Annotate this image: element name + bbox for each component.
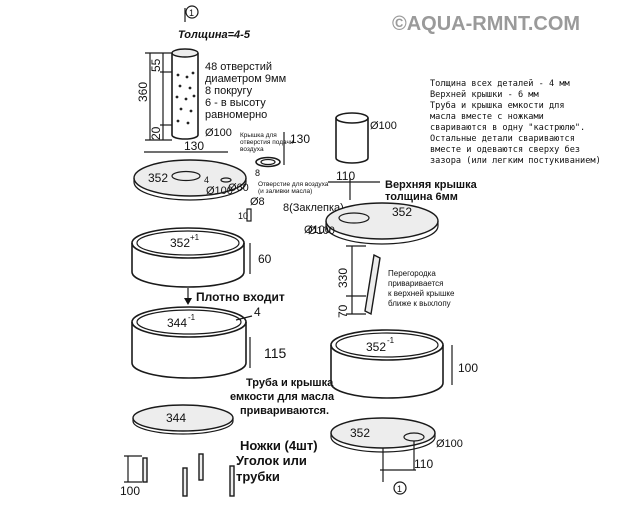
lid-hole-dia: Ø100: [206, 185, 233, 197]
pipe-top-gap: 55: [149, 58, 163, 72]
holes-line-4: 6 - в высоту: [205, 97, 266, 109]
holes-line-5: равномерно: [205, 109, 267, 121]
note-line-7: вместе и одеваются сверху без: [430, 144, 580, 155]
ring-height: 60: [258, 252, 272, 266]
weld-line-1: Труба и крышка: [246, 377, 334, 389]
partition-bottom: 70: [336, 304, 350, 318]
cup-wall: 4: [254, 305, 261, 319]
ring-diameter: 352: [170, 236, 190, 250]
right-bottom-hole: Ø100: [436, 438, 463, 450]
top-lid: 110 Верхняя крышка толщина 6мм 352 Ø100: [308, 169, 478, 245]
plug-label: 8(Заклепка): [283, 202, 344, 214]
right-ring-sup: -1: [387, 336, 395, 345]
right-ring-height: 100: [458, 361, 478, 375]
right-bottom-diameter: 352: [350, 426, 370, 440]
air-hole-cap: Крышка для отверстия подачи воздуха 130 …: [238, 132, 344, 236]
bottom-marker-label: 1: [397, 484, 402, 494]
cup-diameter: 344: [167, 316, 187, 330]
exhaust-pipe: Ø100: [335, 112, 397, 164]
right-bottom: 352 Ø100 110 1: [330, 417, 463, 495]
pipe-dimensions: 360 55 20: [136, 52, 172, 141]
weld-note: Труба и крышка емкости для масла привари…: [230, 377, 335, 417]
right-bottom-offset: 110: [414, 457, 433, 471]
exhaust-pipe-dia: Ø100: [370, 120, 397, 132]
ring-sup: +1: [190, 233, 200, 242]
oil-bottom: 344: [132, 404, 234, 435]
note-line-3: Труба и крышка емкости для: [430, 100, 565, 111]
pipe-thickness: Толщина=4-5: [178, 29, 251, 41]
oil-ring: 352 +1 60: [131, 227, 272, 288]
pipe-holes: [175, 71, 196, 125]
note-line-5: свариваются в одну "кастрюлю".: [430, 123, 585, 133]
marker-label: 1: [189, 8, 194, 18]
note-line-8: зазора (или легким постукиванием): [430, 156, 601, 166]
cap-small: 8: [255, 168, 260, 178]
legs-line-1: Ножки (4шт): [240, 438, 318, 453]
partition-note-3: к верхней крышке: [388, 289, 455, 298]
cap-note-2: отверстия подачи: [240, 139, 294, 146]
holes-line-2: диаметром 9мм: [205, 73, 286, 85]
axis-marker-top: 1: [184, 5, 199, 22]
cap-height: 130: [290, 132, 310, 146]
top-lid-title-1: Верхняя крышка: [385, 179, 478, 191]
fit-arrow: [184, 288, 192, 305]
weld-line-3: привариваются.: [240, 405, 329, 417]
lid-small-offset: 4: [204, 175, 209, 185]
general-notes: Толщина всех деталей - 4 мм Верхней крыш…: [430, 79, 601, 166]
note-line-1: Толщина всех деталей - 4 мм: [430, 79, 570, 89]
weld-line-2: емкости для масла: [230, 391, 335, 403]
partition-note-4: ближе к выхлопу: [388, 299, 451, 308]
watermark: ©AQUA-RMNT.COM: [392, 13, 580, 35]
legs-note: Ножки (4шт) Уголок или трубки: [236, 438, 318, 484]
pipe-lid: 130 352 Ø100 Ø60 4: [133, 139, 249, 201]
fit-note: Плотно входит: [196, 290, 285, 304]
lid-small-dia: Ø60: [228, 182, 249, 194]
cap-note-5: (и заливки масла): [258, 188, 312, 195]
cap-note-4: Отверстие для воздуха: [258, 181, 329, 188]
oil-cup: 344 -1 4 115: [131, 305, 287, 379]
cup-sup: -1: [188, 313, 196, 322]
perforated-pipe: [171, 48, 199, 140]
note-line-6: Остальные детали свариваются: [430, 134, 575, 144]
pipe-holes-note: 48 отверстий диаметром 9мм 8 покругу 6 -…: [205, 61, 286, 121]
plug-pipe-dia: Ø100: [304, 224, 331, 236]
lid-width: 130: [184, 139, 204, 153]
legs-height: 100: [120, 484, 140, 498]
plug-dia: Ø8: [250, 196, 265, 208]
partition-height: 330: [336, 268, 350, 288]
holes-line-3: 8 покругу: [205, 85, 253, 97]
top-lid-diameter: 352: [392, 205, 412, 219]
note-line-2: Верхней крышки - 6 мм: [430, 90, 539, 100]
pipe-height: 360: [136, 82, 150, 102]
right-ring-diameter: 352: [366, 340, 386, 354]
plug-length: 10: [238, 211, 248, 221]
cup-height: 115: [264, 345, 287, 361]
top-lid-offset: 110: [336, 169, 355, 183]
legs-line-2: Уголок или: [236, 453, 307, 468]
legs: 100: [120, 453, 235, 498]
pipe-diameter: Ø100: [205, 127, 232, 139]
bottom-diameter: 344: [166, 411, 186, 425]
partition-note-1: Перегородка: [388, 269, 436, 278]
note-line-4: масла вместе с ножками: [430, 112, 544, 122]
lid-diameter: 352: [148, 171, 168, 185]
partition-note-2: приваривается: [388, 279, 443, 288]
right-ring: 352 -1 100: [330, 329, 478, 399]
top-lid-title-2: толщина 6мм: [385, 191, 458, 203]
cap-note-1: Крышка для: [240, 132, 277, 139]
top-lid-hole: Ø100: [308, 225, 335, 237]
legs-line-3: трубки: [236, 469, 280, 484]
cap-note-3: воздуха: [240, 146, 264, 153]
partition: 330 70 Перегородка приваривается к верхн…: [336, 245, 455, 318]
holes-line-1: 48 отверстий: [205, 61, 272, 73]
pipe-bottom-gap: 20: [149, 126, 163, 140]
